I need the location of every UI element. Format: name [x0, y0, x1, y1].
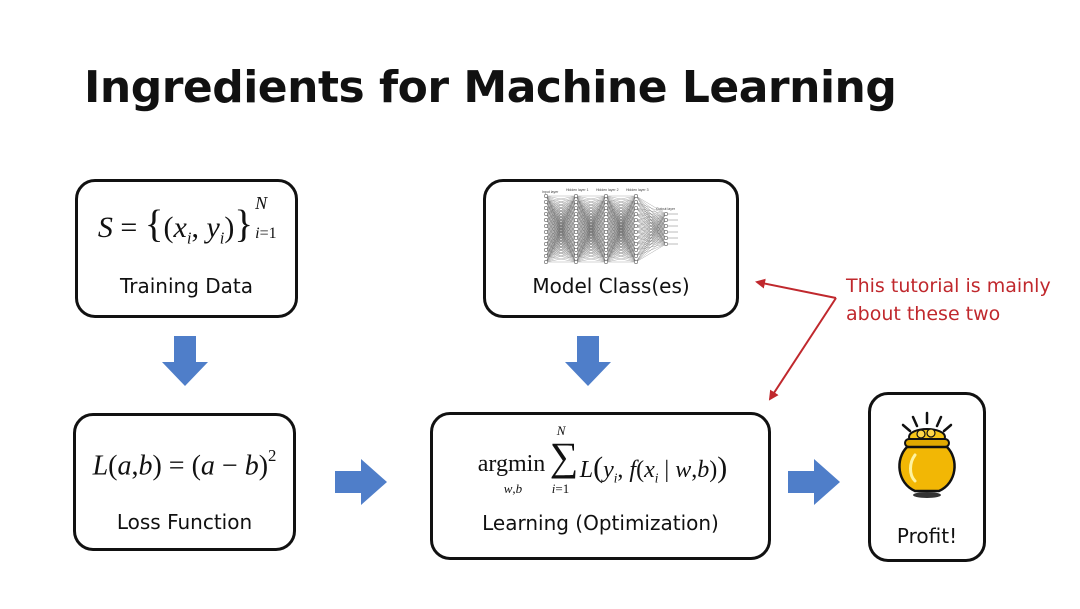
- annotation-line-1: This tutorial is mainly: [846, 275, 1051, 297]
- svg-text:Hidden layer 2: Hidden layer 2: [596, 188, 619, 192]
- loss-function-caption: Loss Function: [116, 510, 253, 534]
- learning-box: argmin w,b N ∑ i=1 L(yi, f(xi | w,b)) Le…: [430, 412, 771, 560]
- loss-function-formula: L(a,b) = (a − b)2: [92, 446, 277, 482]
- arrow-right-icon: [335, 459, 387, 505]
- svg-text:Output layer: Output layer: [656, 207, 676, 211]
- slide-title: Ingredients for Machine Learning: [84, 62, 897, 113]
- profit-caption: Profit!: [896, 524, 958, 548]
- learning-caption: Learning (Optimization): [482, 511, 719, 535]
- neural-network-diagram: Input layer Hidden layer 1 Hidden layer …: [542, 188, 678, 265]
- loss-function-box: L(a,b) = (a − b)2 Loss Function: [73, 413, 296, 551]
- arrow-down-icon: [162, 336, 208, 386]
- svg-text:Input layer: Input layer: [542, 190, 559, 194]
- training-data-caption: Training Data: [119, 274, 254, 298]
- learning-formula: argmin w,b N ∑ i=1 L(yi, f(xi | w,b)): [477, 423, 728, 496]
- annotation-line-2: about these two: [846, 303, 1001, 325]
- profit-box: Profit!: [868, 392, 986, 562]
- model-class-caption: Model Class(es): [532, 274, 690, 298]
- arrow-down-icon: [565, 336, 611, 386]
- model-class-box: Input layer Hidden layer 1 Hidden layer …: [483, 179, 739, 318]
- pot-of-gold-icon: [898, 411, 956, 498]
- svg-text:Hidden layer 1: Hidden layer 1: [566, 188, 589, 192]
- svg-text:Hidden layer 3: Hidden layer 3: [626, 188, 649, 192]
- annotation-text: This tutorial is mainly about these two: [846, 272, 1051, 328]
- arrow-right-icon: [788, 459, 840, 505]
